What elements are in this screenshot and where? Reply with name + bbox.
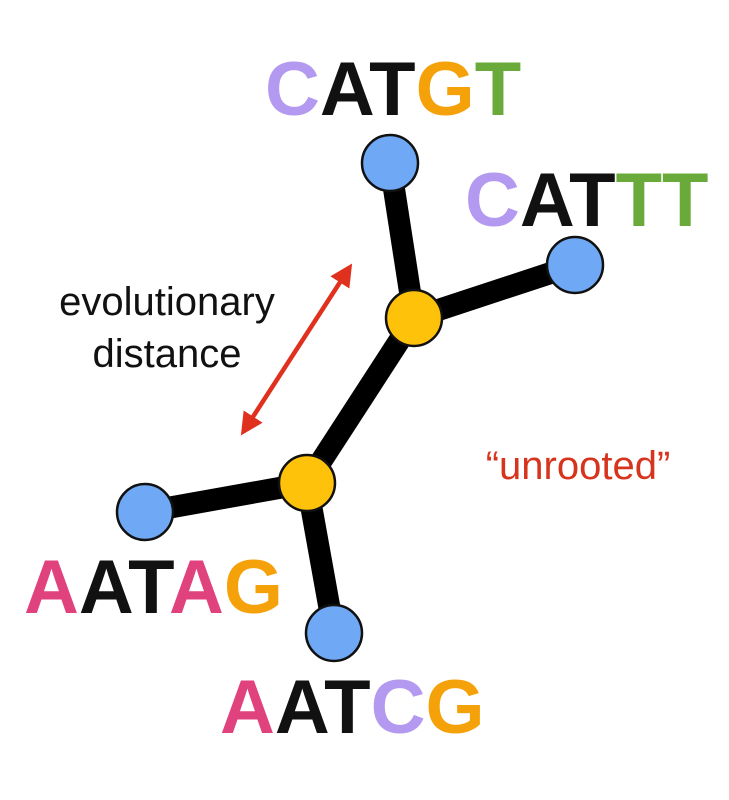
base: A [320, 47, 373, 132]
leaf-node-lower-left [115, 482, 175, 542]
base: C [265, 47, 320, 132]
base: T [616, 158, 662, 243]
base: A [275, 665, 328, 750]
base: G [425, 665, 484, 750]
distance-label-line2: distance [93, 332, 242, 376]
base: A [520, 158, 573, 243]
distance-arrow [240, 263, 353, 436]
sequence-top: CATGT [265, 47, 521, 132]
base: A [79, 545, 132, 630]
unrooted-label: “unrooted” [486, 444, 671, 488]
base: T [569, 158, 615, 243]
base: T [475, 47, 521, 132]
leaf-node-top [360, 133, 420, 193]
base: T [128, 545, 174, 630]
distance-label-line1: evolutionary [59, 280, 275, 324]
base: C [371, 665, 426, 750]
base: T [662, 158, 708, 243]
leaf-node-upper-right [545, 235, 605, 295]
leaf-node-bottom [304, 603, 364, 663]
internal-node-upper [384, 288, 444, 348]
base: T [369, 47, 415, 132]
base: A [24, 545, 79, 630]
internal-node-lower [277, 453, 337, 513]
base: T [324, 665, 370, 750]
sequence-upper-right: CATTT [465, 158, 708, 243]
base: A [169, 545, 224, 630]
branch-internal [296, 307, 425, 494]
sequence-bottom: AATCG [220, 665, 485, 750]
base: G [224, 545, 283, 630]
sequence-lower-left: AATAG [24, 545, 283, 630]
nodes [115, 133, 605, 663]
base: C [465, 158, 520, 243]
base: G [416, 47, 475, 132]
base: A [220, 665, 275, 750]
